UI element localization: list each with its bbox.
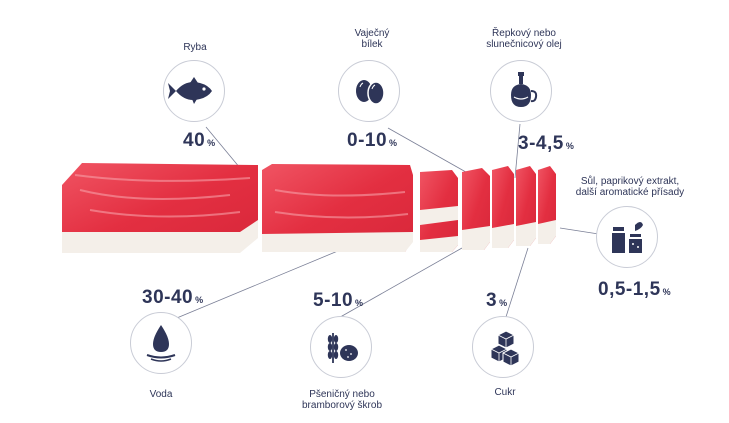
salt-percent: 0,5-1,5% [598,279,672,300]
starch-percent: 5-10% [313,290,364,311]
salt-pepper-icon [612,222,643,253]
water-percent: 30-40% [142,287,204,308]
water-icon-circle [130,312,192,374]
starch-icon-circle [310,316,372,378]
water-drop-icon [146,325,176,362]
oil-icon-circle [490,60,552,122]
sugar-cubes-icon [490,330,520,367]
fish-icon-circle [163,60,225,122]
egg-icon-circle [338,60,400,122]
eggs-icon [356,80,385,105]
surimi-block-medium [262,164,413,252]
egg-percent: 0-10% [347,130,398,151]
sugar-icon-circle [472,316,534,378]
oil-bottle-icon [511,72,538,107]
fish-icon [168,77,212,104]
surimi-slice [492,166,514,248]
sugar-label: Cukr [494,387,516,398]
surimi-slice [462,168,490,250]
grain-potato-icon [327,333,358,363]
salt-icon-circle [596,206,658,268]
oil-percent: 3-4,5% [518,133,575,154]
fish-label: Ryba [183,42,207,53]
salt-label: Sůl, paprikový extrakt,další aromatické … [575,176,685,198]
surimi-block-large [62,163,258,253]
sugar-percent: 3% [486,290,508,311]
surimi-slice [516,166,536,246]
surimi-slice [538,166,556,244]
water-label: Voda [149,389,173,400]
surimi-slice [420,170,458,252]
fish-percent: 40% [183,130,216,151]
